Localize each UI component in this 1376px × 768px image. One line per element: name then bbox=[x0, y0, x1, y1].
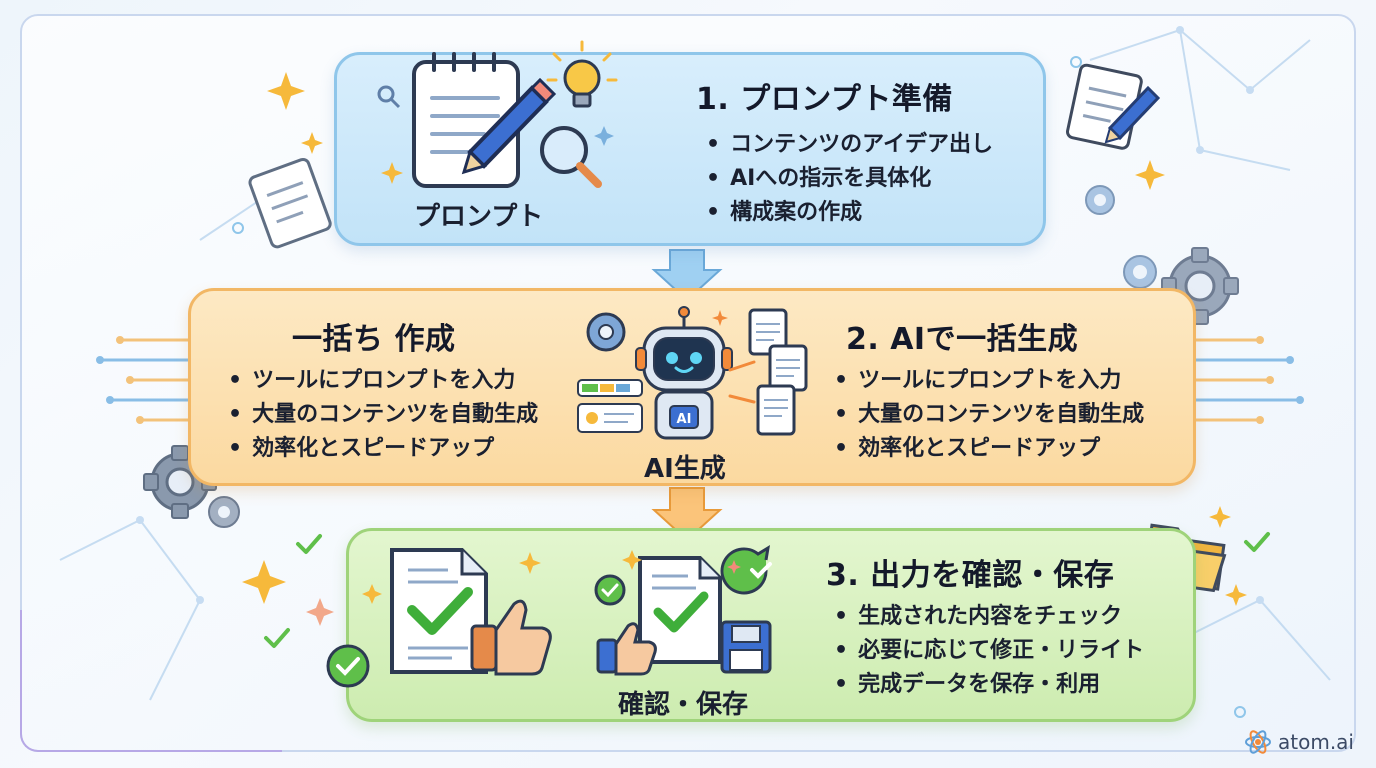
step1-bullets: コンテンツのアイデア出し AIへの指示を具体化 構成案の作成 bbox=[706, 128, 993, 230]
step2-left-bullets: ツールにプロンプトを入力 大量のコンテンツを自動生成 効率化とスピードアップ bbox=[228, 364, 538, 466]
step1-caption: プロンプト bbox=[414, 202, 544, 232]
magnifier-icon bbox=[540, 126, 602, 188]
document-stack-icon bbox=[748, 308, 808, 436]
chat-check-icon bbox=[720, 545, 772, 595]
list-item: コンテンツのアイデア出し bbox=[706, 128, 993, 162]
robot-badge: AI bbox=[677, 412, 692, 427]
list-item: ツールにプロンプトを入力 bbox=[228, 364, 538, 398]
step2-caption: AI生成 bbox=[644, 454, 726, 484]
step3-title: 3. 出力を確認・保存 bbox=[816, 550, 1125, 596]
list-item: AIへの指示を具体化 bbox=[706, 162, 993, 196]
step3-bullets: 生成された内容をチェック 必要に応じて修正・リライト 完成データを保存・利用 bbox=[834, 600, 1144, 702]
list-item: 大量のコンテンツを自動生成 bbox=[834, 398, 1144, 432]
progress-panel bbox=[577, 379, 643, 433]
step2-title: 2. AIで一括生成 bbox=[836, 314, 1089, 360]
robot-icon: AI bbox=[635, 306, 733, 440]
brand-logo: atom.ai bbox=[1244, 728, 1354, 756]
step2-left-title: 一括ち 作成 bbox=[282, 314, 466, 360]
atom-icon bbox=[1245, 730, 1271, 754]
step1-illustration bbox=[377, 40, 618, 188]
list-item: 効率化とスピードアップ bbox=[834, 432, 1144, 466]
thumbs-up-icon bbox=[596, 622, 657, 676]
step1-title: 1. プロンプト準備 bbox=[686, 74, 963, 120]
gear-icon bbox=[586, 312, 626, 352]
step3-illustration bbox=[326, 545, 772, 688]
step2-illustration: AI bbox=[577, 306, 808, 440]
step3-caption: 確認・保存 bbox=[618, 690, 749, 720]
checked-document-icon bbox=[390, 548, 488, 674]
check-circle-icon bbox=[326, 644, 370, 688]
list-item: ツールにプロンプトを入力 bbox=[834, 364, 1144, 398]
list-item: 生成された内容をチェック bbox=[834, 600, 1144, 634]
magnifier-icon bbox=[377, 85, 401, 109]
check-circle-icon bbox=[594, 574, 626, 606]
list-item: 効率化とスピードアップ bbox=[228, 432, 538, 466]
thumbs-up-icon bbox=[470, 599, 552, 676]
list-item: 必要に応じて修正・リライト bbox=[834, 634, 1144, 668]
list-item: 構成案の作成 bbox=[706, 196, 993, 230]
notepad-pencil-icon bbox=[412, 52, 557, 188]
lightbulb-icon bbox=[546, 40, 618, 108]
list-item: 大量のコンテンツを自動生成 bbox=[228, 398, 538, 432]
list-item: 完成データを保存・利用 bbox=[834, 668, 1144, 702]
step2-bullets: ツールにプロンプトを入力 大量のコンテンツを自動生成 効率化とスピードアップ bbox=[834, 364, 1144, 466]
floppy-disk-icon bbox=[720, 620, 772, 674]
brand-name: atom.ai bbox=[1278, 730, 1354, 754]
